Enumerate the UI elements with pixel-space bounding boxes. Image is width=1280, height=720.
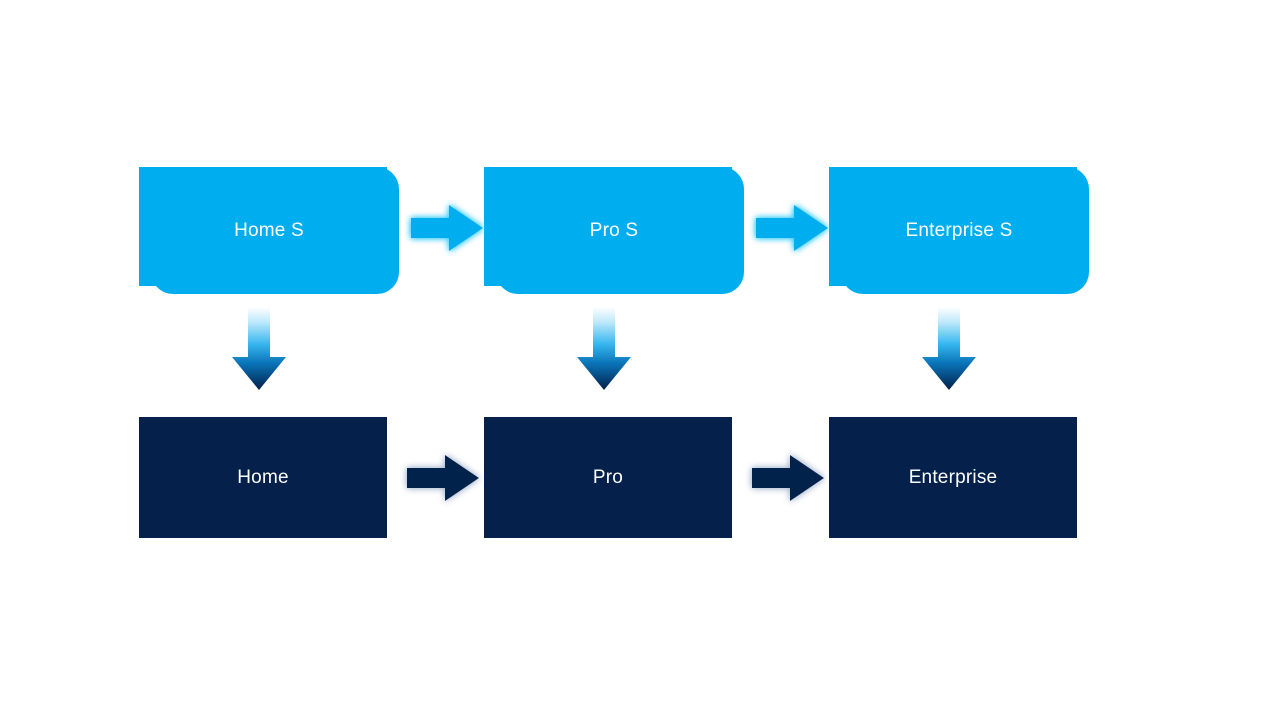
down-arrow-1-icon	[228, 305, 290, 393]
bottom-arrow-1-icon	[400, 446, 488, 510]
down-arrow-2-icon	[573, 305, 635, 393]
node-home[interactable]: Home	[139, 417, 387, 538]
node-pro-label: Pro	[592, 467, 624, 488]
node-pro-s[interactable]: Pro S	[484, 167, 744, 294]
node-pro-s-square-plate	[484, 167, 732, 286]
top-arrow-1-icon	[404, 196, 492, 260]
node-pro-s-label: Pro S	[589, 220, 639, 241]
bottom-arrow-2-icon	[745, 446, 833, 510]
node-enterprise-plate	[829, 417, 1077, 538]
node-home-s-square-plate	[139, 167, 387, 286]
node-pro[interactable]: Pro	[484, 417, 732, 538]
node-home-label: Home	[237, 467, 289, 488]
top-arrow-2-icon	[749, 196, 837, 260]
node-pro-plate	[484, 417, 732, 538]
down-arrow-3-icon	[918, 305, 980, 393]
node-home-s-label: Home S	[234, 220, 304, 241]
node-enterprise-s[interactable]: Enterprise S	[829, 167, 1089, 294]
node-enterprise-s-label: Enterprise S	[905, 220, 1013, 241]
node-home-s[interactable]: Home S	[139, 167, 399, 294]
node-enterprise-label: Enterprise	[908, 467, 998, 488]
node-enterprise-s-square-plate	[829, 167, 1077, 286]
node-enterprise[interactable]: Enterprise	[829, 417, 1077, 538]
node-home-plate	[139, 417, 387, 538]
